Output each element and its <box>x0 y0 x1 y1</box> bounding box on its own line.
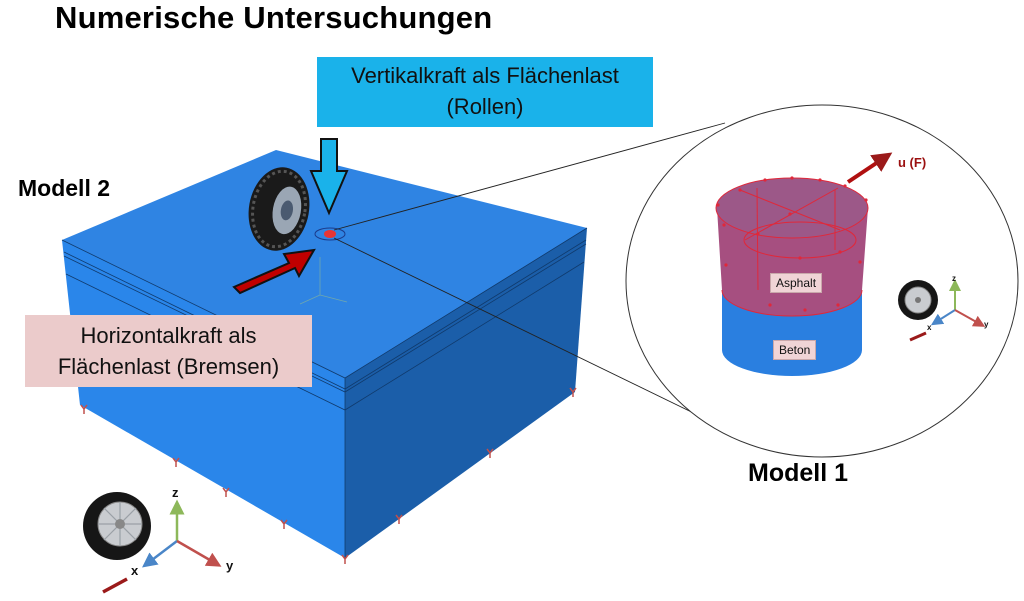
mesh-constraint-markers <box>716 176 868 312</box>
box-top-face <box>62 150 587 378</box>
axis-triad-main <box>102 499 222 594</box>
box-right-face <box>345 228 587 558</box>
zoom-connector-lines <box>333 122 726 423</box>
displacement-label: u (F) <box>898 155 927 170</box>
axis-label-y-main: y <box>226 558 234 573</box>
asphalt-label: Asphalt <box>770 273 823 293</box>
tire-image-model-2 <box>248 167 310 251</box>
beton-label: Beton <box>773 340 817 360</box>
axis-label-x-main: x <box>131 563 139 578</box>
load-area-marker <box>314 227 346 241</box>
page-title: Numerische Untersuchungen <box>55 0 493 35</box>
model-1-label: Modell 1 <box>748 459 849 487</box>
axis-label-y-detail: y <box>984 320 989 329</box>
displacement-arrow <box>846 152 893 184</box>
vertical-load-label: Vertikalkraft als Flächenlast (Rollen) <box>317 57 653 127</box>
model-1-cylinder <box>715 176 869 376</box>
horizontal-load-label: Horizontalkraft als Flächenlast (Bremsen… <box>25 315 312 387</box>
tire-image-main-axes <box>83 492 151 560</box>
vertical-load-line-2: (Rollen) <box>446 94 524 119</box>
horizontal-force-arrow <box>232 248 316 295</box>
horizontal-load-line-1: Horizontalkraft als <box>80 323 257 348</box>
horizontal-load-line-2: Flächenlast (Bremsen) <box>57 354 280 379</box>
tire-image-model-1 <box>898 280 938 320</box>
boundary-supports <box>80 387 577 564</box>
vertical-force-arrow <box>309 138 349 216</box>
axis-label-z-detail: z <box>952 274 956 283</box>
axis-triad-model-1 <box>909 279 986 342</box>
axis-label-x-detail: x <box>927 323 932 332</box>
model-2-label: Modell 2 <box>18 175 111 201</box>
axis-label-z-main: z <box>172 485 179 500</box>
local-axis-triad <box>299 257 348 305</box>
vertical-load-line-1: Vertikalkraft als Flächenlast <box>351 63 619 88</box>
